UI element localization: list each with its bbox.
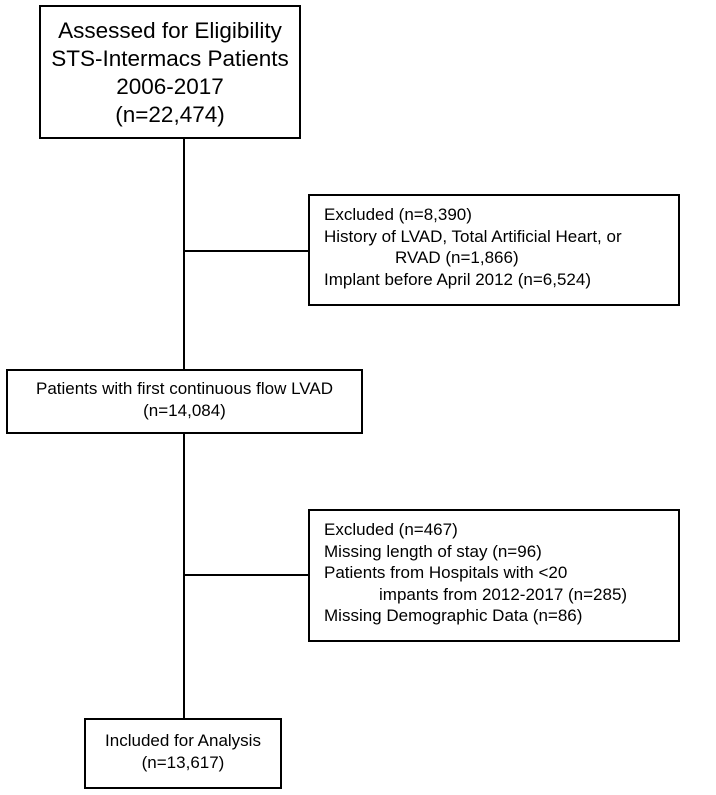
excluded-1-total: Excluded (n=8,390) xyxy=(324,205,472,224)
assessed-years: 2006-2017 xyxy=(116,74,224,99)
excluded-2-implants: impants from 2012-2017 (n=285) xyxy=(379,584,628,604)
included-label: Included for Analysis xyxy=(105,731,261,750)
branch-to-excluded-2 xyxy=(183,574,308,576)
assessed-count: (n=22,474) xyxy=(115,102,225,127)
assessed-eligibility-box: Assessed for Eligibility STS-Intermacs P… xyxy=(39,5,301,139)
branch-to-excluded-1 xyxy=(183,250,308,252)
excluded-2-total: Excluded (n=467) xyxy=(324,520,458,539)
excluded-box-2: Excluded (n=467) Missing length of stay … xyxy=(308,509,680,642)
excluded-1-rvad: RVAD (n=1,866) xyxy=(395,248,519,267)
included-count: (n=13,617) xyxy=(141,752,225,772)
first-lvad-count: (n=14,084) xyxy=(143,400,226,420)
excluded-2-hospitals: Patients from Hospitals with <20 xyxy=(324,563,568,582)
excluded-1-implant-date: Implant before April 2012 (n=6,524) xyxy=(324,269,591,289)
included-analysis-box: Included for Analysis (n=13,617) xyxy=(84,718,282,789)
connector-lvad-to-included xyxy=(183,434,185,718)
excluded-2-missing-stay: Missing length of stay (n=96) xyxy=(324,541,542,561)
first-lvad-label: Patients with first continuous flow LVAD xyxy=(35,379,333,398)
connector-top-to-lvad xyxy=(183,139,185,369)
excluded-box-1: Excluded (n=8,390) History of LVAD, Tota… xyxy=(308,194,680,306)
assessed-title: Assessed for Eligibility xyxy=(58,18,282,43)
excluded-2-demographic: Missing Demographic Data (n=86) xyxy=(324,606,583,625)
first-lvad-box: Patients with first continuous flow LVAD… xyxy=(6,369,363,434)
assessed-source: STS-Intermacs Patients xyxy=(51,46,289,71)
excluded-1-history: History of LVAD, Total Artificial Heart,… xyxy=(324,226,622,246)
